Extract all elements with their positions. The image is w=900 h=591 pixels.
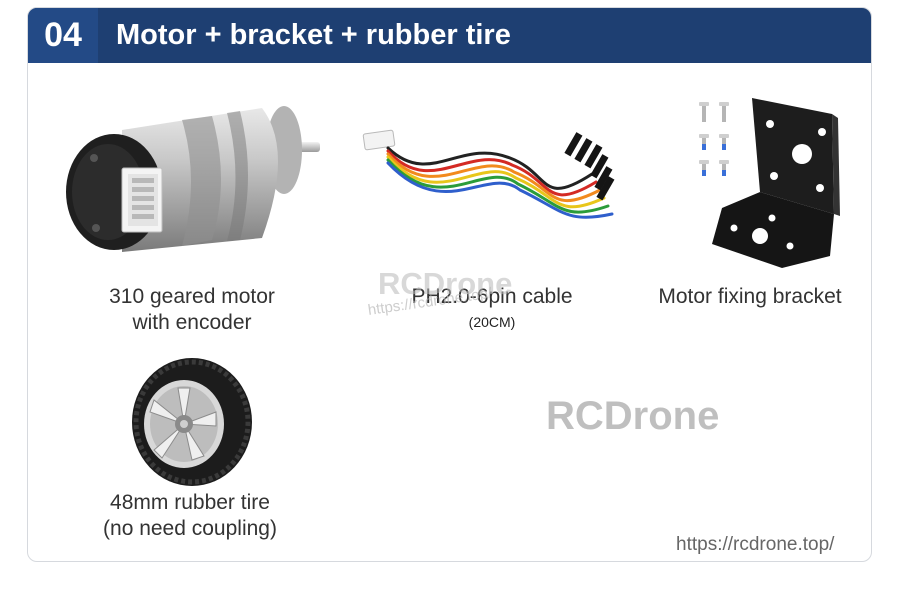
brand-watermark: RCDrone bbox=[546, 394, 720, 438]
section-header: 04 Motor + bracket + rubber tire bbox=[28, 8, 871, 63]
section-title: Motor + bracket + rubber tire bbox=[116, 19, 511, 51]
motor-bracket-image bbox=[682, 96, 842, 274]
motor-bracket-caption: Motor fixing bracket bbox=[658, 285, 842, 308]
geared-motor-caption: 310 geared motor with encoder bbox=[109, 285, 275, 334]
brand-watermark-small: RCDrone bbox=[378, 266, 513, 301]
url-watermark-corner: https://rcdrone.top/ bbox=[676, 534, 835, 555]
cable-image bbox=[360, 118, 622, 230]
rubber-tire-image bbox=[126, 354, 254, 488]
rubber-tire-caption: 48mm rubber tire (no need coupling) bbox=[103, 491, 277, 540]
section-number-badge: 04 bbox=[28, 8, 98, 63]
cable-caption: PH2.0-6pin cable bbox=[411, 285, 573, 308]
geared-motor-image bbox=[62, 100, 324, 260]
cable-length-caption: (20CM) bbox=[468, 314, 516, 330]
